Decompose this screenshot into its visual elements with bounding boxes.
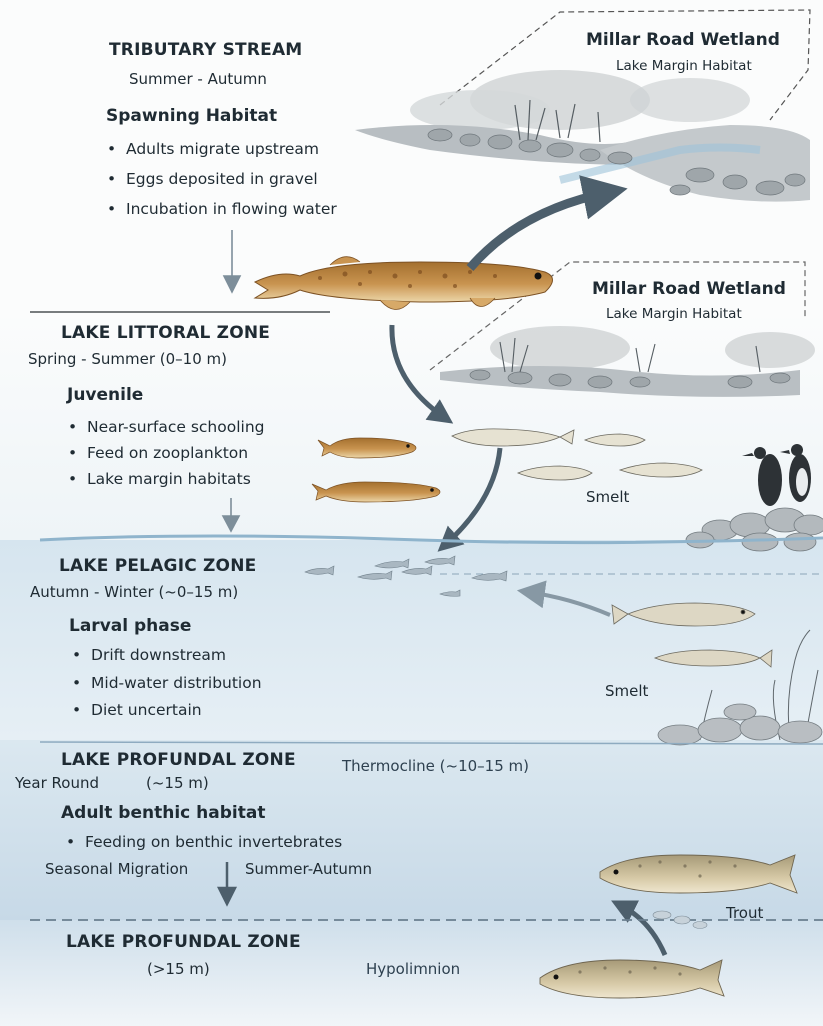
bullet-icon: • (107, 170, 116, 188)
thermocline-label: Thermocline (~10–15 m) (342, 758, 529, 775)
migration-arrow (219, 862, 235, 904)
wetland-mid-subtitle: Lake Margin Habitat (606, 307, 742, 323)
migration-label: Seasonal Migration (45, 861, 188, 878)
rocks-pelagic (658, 704, 822, 745)
stream-bullet-text: Adults migrate upstream (126, 140, 319, 158)
pelagic-bullet-1: • Drift downstream (72, 647, 226, 665)
littoral-season: Spring - Summer (0–10 m) (28, 351, 227, 368)
wetland-mid-landscape (440, 326, 815, 397)
littoral-bullet-3: • Lake margin habitats (68, 471, 251, 489)
wetland-mid-title: Millar Road Wetland (592, 280, 786, 300)
pelagic-bullet-text: Drift downstream (91, 646, 226, 664)
smelt-label-littoral: Smelt (586, 489, 629, 506)
profundal-season: Year Round (15, 775, 99, 792)
trout-upper (600, 855, 797, 893)
profundal-title: LAKE PROFUNDAL ZONE (61, 751, 296, 771)
cormorants (742, 444, 811, 506)
hypolimnion-label: Hypolimnion (366, 961, 460, 978)
arrow-littoral-to-pelagic (445, 448, 500, 545)
littoral-heading: Juvenile (67, 386, 143, 406)
stream-bullet-text: Incubation in flowing water (126, 200, 337, 218)
bullet-icon: • (68, 470, 77, 488)
larvae-school (305, 556, 507, 596)
wetland-top-title: Millar Road Wetland (586, 31, 780, 51)
rocks-littoral (686, 508, 823, 551)
juvenile-fish-2 (312, 482, 440, 502)
pelagic-bullet-3: • Diet uncertain (72, 702, 202, 720)
migration-season: Summer-Autumn (245, 861, 372, 878)
littoral-bullet-1: • Near-surface schooling (68, 419, 265, 437)
littoral-bullet-text: Lake margin habitats (87, 470, 251, 488)
stream-heading: Spawning Habitat (106, 107, 277, 127)
stream-season: Summer - Autumn (129, 71, 267, 88)
juvenile-fish-1 (318, 438, 416, 458)
arrow-smelt-to-larvae (528, 592, 610, 615)
pelagic-title: LAKE PELAGIC ZONE (59, 557, 256, 577)
bullet-icon: • (72, 674, 81, 692)
bullet-icon: • (107, 140, 116, 158)
littoral-title: LAKE LITTORAL ZONE (61, 324, 270, 344)
wetland-top-subtitle: Lake Margin Habitat (616, 59, 752, 75)
stream-bullet-1: • Adults migrate upstream (107, 141, 319, 159)
bullet-icon: • (66, 833, 75, 851)
bullet-icon: • (68, 444, 77, 462)
deep-depth: (>15 m) (147, 961, 210, 978)
stream-bullet-text: Eggs deposited in gravel (126, 170, 318, 188)
stream-bullet-2: • Eggs deposited in gravel (107, 171, 318, 189)
bullet-icon: • (72, 701, 81, 719)
smelt-group-1 (452, 429, 702, 480)
arrow-fish-to-littoral (392, 325, 445, 418)
stream-title: TRIBUTARY STREAM (109, 41, 302, 61)
bullet-icon: • (72, 646, 81, 664)
pelagic-heading: Larval phase (69, 617, 191, 637)
pelagic-season: Autumn - Winter (~0–15 m) (30, 584, 238, 601)
stream-bullet-3: • Incubation in flowing water (107, 201, 337, 219)
profundal-bullet-1: • Feeding on benthic invertebrates (66, 834, 342, 852)
smelt-label-pelagic: Smelt (605, 683, 648, 700)
trout-lower (540, 960, 724, 998)
deep-title: LAKE PROFUNDAL ZONE (66, 933, 301, 953)
pelagic-bullet-2: • Mid-water distribution (72, 675, 262, 693)
pelagic-bullet-text: Diet uncertain (91, 701, 202, 719)
profundal-boundary (40, 742, 823, 744)
bullet-icon: • (107, 200, 116, 218)
littoral-bullet-text: Feed on zooplankton (87, 444, 248, 462)
trout-label: Trout (726, 905, 763, 922)
adult-fish-stream (255, 257, 553, 310)
profundal-depth: (~15 m) (146, 775, 209, 792)
pelagic-bullet-text: Mid-water distribution (91, 674, 262, 692)
littoral-bullet-2: • Feed on zooplankton (68, 445, 248, 463)
wetland-top-landscape (355, 70, 810, 202)
smelt-group-2 (612, 603, 772, 667)
littoral-bullet-text: Near-surface schooling (87, 418, 264, 436)
profundal-heading: Adult benthic habitat (61, 804, 265, 824)
bullet-icon: • (68, 418, 77, 436)
arrow-stream-to-wetland (470, 192, 610, 268)
profundal-bullet-text: Feeding on benthic invertebrates (85, 833, 342, 851)
